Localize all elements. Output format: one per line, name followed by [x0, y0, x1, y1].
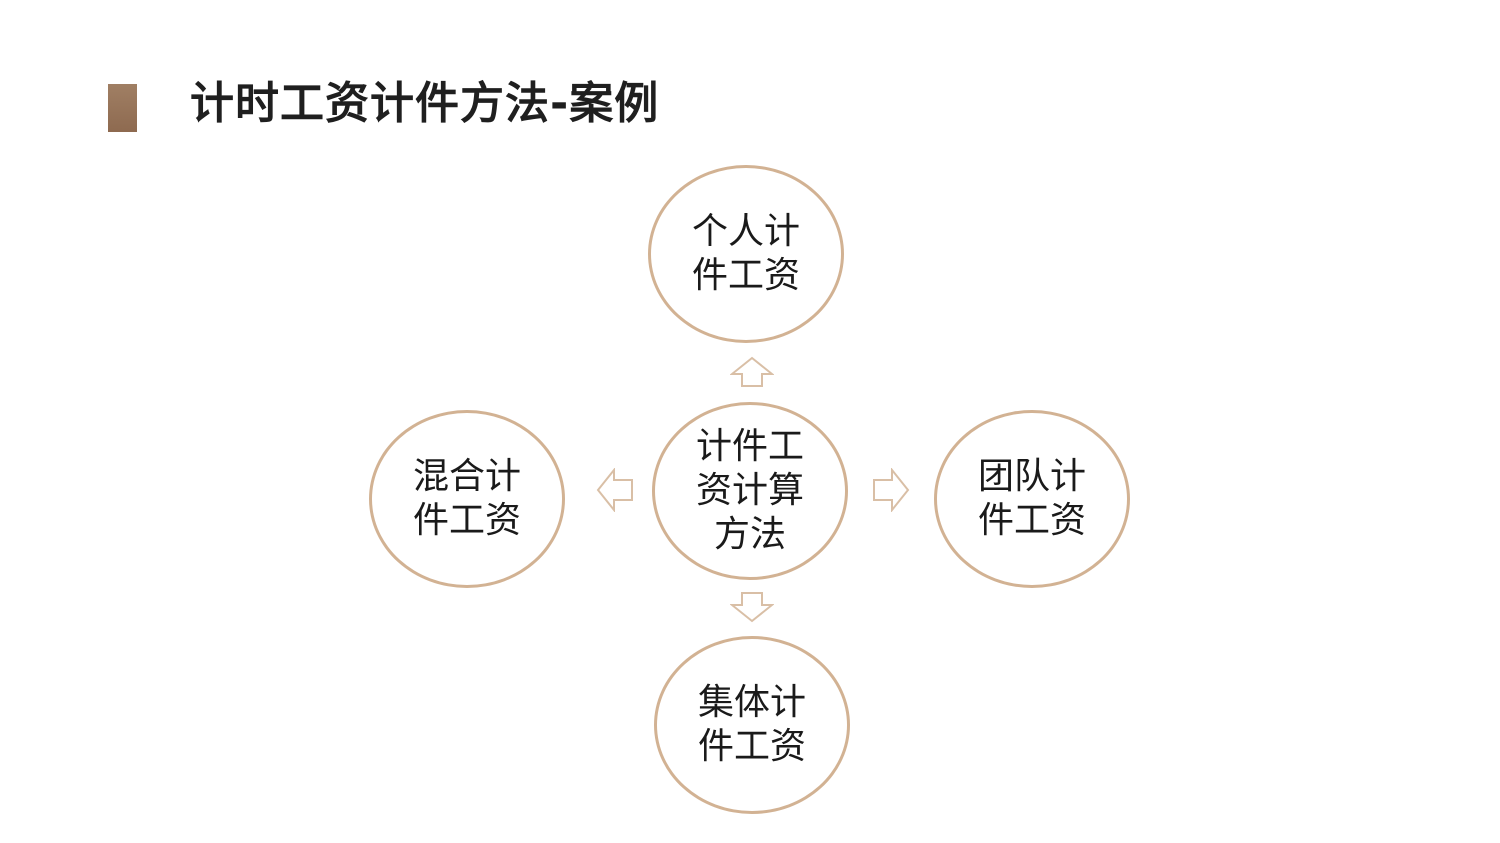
node-team-piece-wage: 团队计 件工资	[934, 410, 1130, 588]
node-team-label: 团队计 件工资	[977, 456, 1086, 541]
arrow-left-icon	[596, 468, 634, 512]
title-marker	[108, 84, 137, 132]
node-collective-piece-wage: 集体计 件工资	[654, 636, 850, 814]
arrow-right-icon	[872, 468, 910, 512]
arrow-down-icon	[730, 591, 774, 623]
node-center-piece-wage-method: 计件工 资计算 方法	[652, 402, 848, 580]
node-mixed-label: 混合计 件工资	[412, 456, 521, 541]
arrow-up-icon	[730, 356, 774, 388]
page-title: 计时工资计件方法-案例	[190, 78, 660, 129]
node-mixed-piece-wage: 混合计 件工资	[369, 410, 565, 588]
node-individual-label: 个人计 件工资	[691, 211, 800, 296]
node-collective-label: 集体计 件工资	[697, 682, 806, 767]
node-individual-piece-wage: 个人计 件工资	[648, 165, 844, 343]
node-center-label: 计件工 资计算 方法	[695, 426, 804, 555]
